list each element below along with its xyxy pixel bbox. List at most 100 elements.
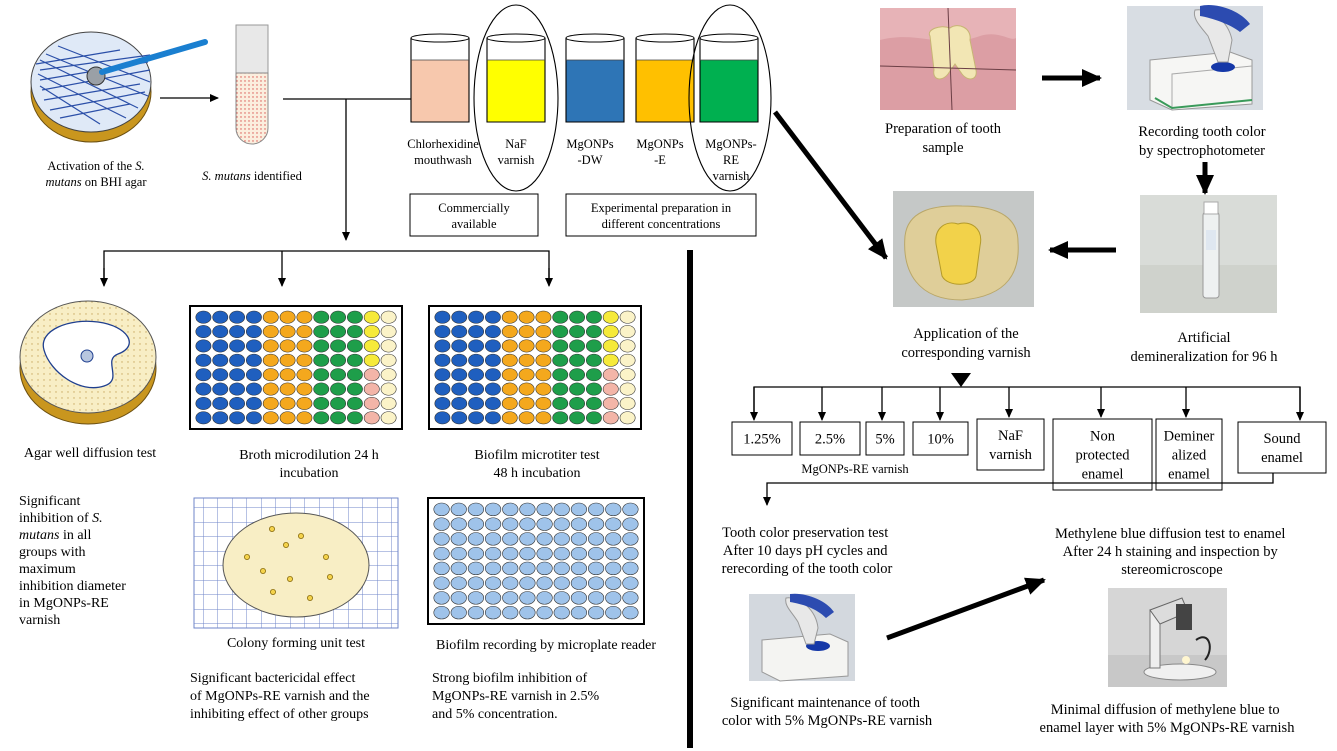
plate-well — [468, 368, 485, 382]
plate-well — [569, 339, 586, 353]
plate-well — [330, 396, 347, 410]
beaker-3: MgONPs-E — [635, 33, 695, 167]
plate-well — [262, 382, 279, 396]
plate-well — [586, 368, 602, 382]
plate-well — [586, 325, 602, 339]
plate-well — [484, 368, 501, 382]
plate-well — [229, 353, 245, 367]
plate-well — [552, 411, 569, 425]
plate-well — [485, 517, 502, 531]
activation-petri-dish-icon — [30, 31, 208, 143]
plate-well — [552, 396, 569, 410]
plate-well — [570, 605, 588, 620]
plate-well — [279, 310, 296, 324]
plate-well — [468, 396, 485, 410]
broth-caption: Broth microdilution 24 h — [239, 448, 379, 463]
plate-well — [434, 339, 451, 353]
plate-well — [622, 546, 639, 561]
plate-well — [330, 325, 347, 339]
plate-well — [587, 591, 605, 605]
plate-well — [450, 561, 467, 576]
group-label: Deminer — [1164, 429, 1215, 445]
plate-well — [587, 576, 605, 590]
plate-well — [586, 396, 602, 410]
plate-well — [212, 353, 229, 367]
group-box-2: 5% — [865, 421, 905, 456]
naf-highlight-ellipse — [473, 4, 559, 192]
reader-caption: Biofilm recording by microplate reader — [436, 638, 656, 653]
biofilm-caption-2: 48 h incubation — [493, 466, 580, 481]
plate-well — [467, 605, 484, 620]
agar-caption: Agar well diffusion test — [24, 446, 156, 461]
plate-well — [346, 339, 363, 353]
record-caption-2: by spectrophotometer — [1139, 143, 1265, 159]
plate-well — [535, 353, 552, 367]
plate-well — [279, 339, 296, 353]
application-caption: Application of the — [913, 326, 1019, 342]
plate-well — [296, 353, 313, 367]
plate-well — [485, 605, 502, 620]
plate-well — [212, 325, 229, 339]
plate-well — [519, 502, 536, 517]
plate-well — [501, 339, 518, 353]
plate-well — [552, 339, 569, 353]
demin-caption-2: demineralization for 96 h — [1131, 349, 1279, 365]
plate-well — [468, 353, 485, 367]
plate-well — [212, 339, 229, 353]
plate-well — [535, 411, 552, 425]
plate-well — [485, 532, 502, 546]
beaker-label: varnish — [498, 153, 536, 167]
plate-well — [451, 396, 468, 410]
plate-well — [450, 517, 467, 531]
plate-well — [262, 368, 279, 382]
plate-well — [363, 310, 380, 324]
beaker-label: varnish — [713, 169, 751, 183]
plate-well — [518, 396, 535, 410]
plate-well — [451, 310, 468, 324]
plate-well — [570, 546, 588, 561]
plate-well — [502, 532, 519, 546]
plate-well — [622, 532, 639, 546]
plate-well — [501, 325, 518, 339]
spectrophotometer-photo — [1127, 4, 1263, 111]
plate-well — [519, 576, 536, 590]
plate-well — [450, 576, 467, 590]
blue-test-caption: Methylene blue diffusion test to enamel … — [1055, 526, 1289, 578]
plate-well — [536, 591, 553, 605]
plate-well — [570, 561, 588, 576]
commercial-box — [409, 193, 539, 237]
plate-well — [519, 561, 536, 576]
plate-well — [502, 591, 519, 605]
plate-well — [569, 325, 586, 339]
plate-well — [586, 339, 602, 353]
group-label: 2.5% — [815, 432, 845, 448]
plate-well — [346, 325, 363, 339]
record-caption: Recording tooth color — [1138, 124, 1265, 140]
plate-well — [296, 310, 313, 324]
plate-well — [433, 546, 450, 561]
beakers-group: ChlorhexidinemouthwashNaFvarnishMgONPs-D… — [407, 4, 772, 192]
plate-well — [518, 339, 535, 353]
plate-well — [467, 502, 484, 517]
plate-well — [467, 561, 484, 576]
plate-well — [468, 382, 485, 396]
plate-well — [519, 591, 536, 605]
group-box-1: 2.5% — [799, 421, 861, 456]
commercial-box-text: Commercially — [438, 201, 510, 215]
plate-well — [195, 339, 212, 353]
plate-well — [313, 396, 330, 410]
plate-well — [451, 382, 468, 396]
plate-well — [502, 605, 519, 620]
broth-microdilution-plate — [189, 305, 403, 430]
plate-well — [212, 382, 229, 396]
plate-well — [330, 339, 347, 353]
plate-well — [195, 310, 212, 324]
plate-well — [484, 396, 501, 410]
connector-tests-branch — [103, 250, 550, 285]
plate-well — [433, 561, 450, 576]
plate-well — [622, 517, 639, 531]
plate-well — [605, 502, 622, 517]
plate-well — [485, 502, 502, 517]
